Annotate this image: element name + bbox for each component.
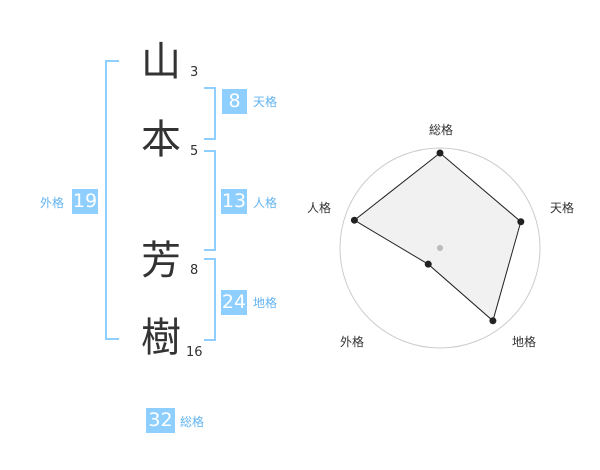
chikaku-value-badge: 24 — [221, 290, 247, 315]
radar-axis-label-chikaku: 地格 — [512, 334, 536, 349]
radar-point — [436, 149, 444, 157]
soukaku-label: 総格 — [180, 415, 205, 429]
tenkaku-value-badge: 8 — [222, 89, 247, 114]
stroke-count-2: 5 — [190, 144, 199, 159]
radar-point — [517, 218, 525, 226]
radar-axis-label-soukaku: 総格 — [429, 122, 453, 137]
tenkaku-bracket — [204, 87, 216, 140]
radar-point — [489, 317, 497, 325]
jinkaku-bracket — [204, 150, 216, 251]
gaikaku-value-badge: 19 — [72, 189, 98, 214]
jinkaku-label: 人格 — [253, 196, 278, 210]
name-char-1: 山 — [141, 39, 181, 85]
chikaku-label: 地格 — [253, 296, 278, 310]
radar-point — [424, 260, 432, 268]
radar-point — [350, 216, 358, 224]
radar-center — [437, 245, 443, 251]
gaikaku-bracket — [105, 60, 119, 340]
radar-points — [350, 149, 525, 325]
gaikaku-label: 外格 — [40, 196, 65, 210]
name-char-3: 芳 — [141, 238, 181, 284]
radar-area — [353, 152, 522, 322]
chikaku-bracket — [204, 258, 216, 341]
jinkaku-value-badge: 13 — [221, 189, 247, 214]
stroke-count-1: 3 — [190, 65, 199, 80]
soukaku-value-badge: 32 — [146, 408, 175, 433]
tenkaku-label: 天格 — [253, 95, 278, 109]
radar-axis-label-gaikaku: 外格 — [340, 334, 364, 349]
name-char-4: 樹 — [141, 315, 181, 361]
name-char-2: 本 — [141, 117, 181, 163]
radar-axis-label-jinkaku: 人格 — [307, 200, 331, 215]
radar-axis-label-tenkaku: 天格 — [550, 200, 574, 215]
stroke-count-3: 8 — [190, 263, 199, 278]
stroke-count-4: 16 — [186, 345, 203, 360]
